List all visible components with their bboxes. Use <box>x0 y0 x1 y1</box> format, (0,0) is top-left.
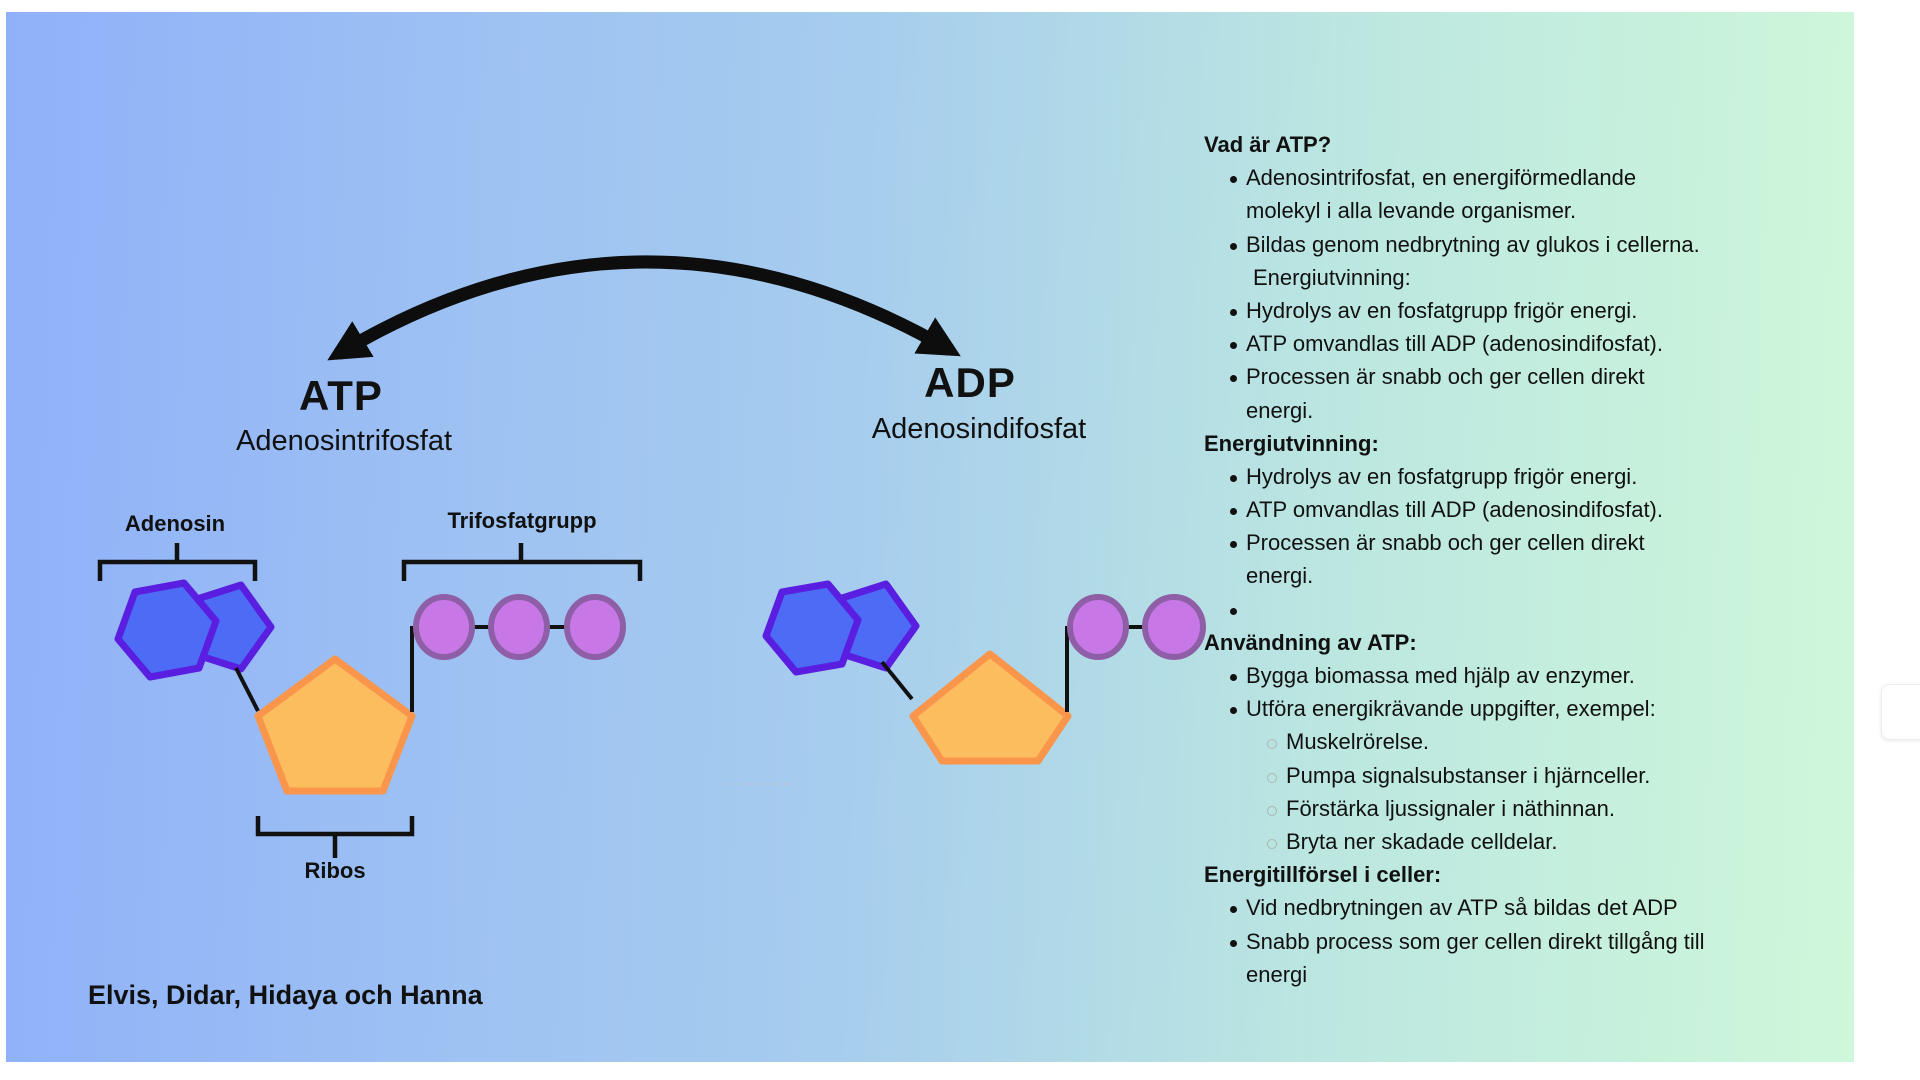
bullet-icon <box>1230 607 1237 615</box>
info-line-bullet <box>1204 597 1884 630</box>
info-text: Användning av ATP: <box>1204 629 1417 655</box>
bullet-icon <box>1230 541 1237 549</box>
info-line-heading: Energitillförsel i celler: <box>1204 862 1884 895</box>
info-text: Utföra energikrävande uppgifter, exempel… <box>1246 696 1656 722</box>
info-text: Bryta ner skadade celldelar. <box>1286 828 1558 854</box>
info-text: ATP omvandlas till ADP (adenosindifosfat… <box>1246 497 1663 523</box>
adenosin-label: Adenosin <box>124 511 226 536</box>
bullet-icon <box>1230 939 1237 947</box>
info-text: Bildas genom nedbrytning av glukos i cel… <box>1246 231 1700 257</box>
info-text: energi <box>1246 961 1308 987</box>
info-text: Vid nedbrytningen av ATP så bildas det A… <box>1246 895 1678 921</box>
bullet-icon <box>1230 707 1237 715</box>
info-text: Snabb process som ger cellen direkt till… <box>1246 928 1705 954</box>
info-text: molekyl i alla levande organismer. <box>1246 198 1577 224</box>
authors-footer: Elvis, Didar, Hidaya och Hanna <box>88 980 483 1010</box>
info-line-bullet: Processen är snabb och ger cellen direkt <box>1204 364 1884 397</box>
info-text: Pumpa signalsubstanser i hjärnceller. <box>1286 762 1651 788</box>
info-line-bullet: Bygga biomassa med hjälp av enzymer. <box>1204 663 1884 696</box>
info-line-bullet: Processen är snabb och ger cellen direkt <box>1204 530 1884 563</box>
info-line-heading: Energiutvinning: <box>1204 431 1884 464</box>
info-text: Adenosintrifosfat, en energiförmedlande <box>1246 165 1637 191</box>
info-text: energi. <box>1246 397 1314 423</box>
info-line-plain: Energiutvinning: <box>1204 265 1884 298</box>
bullet-icon <box>1230 508 1237 516</box>
bullet-icon <box>1230 375 1237 383</box>
adp-subtitle: Adenosindifosfat <box>871 413 1087 445</box>
atp-subtitle: Adenosintrifosfat <box>235 425 453 457</box>
bullet-icon <box>1230 308 1237 316</box>
sub-bullet-icon <box>1267 739 1277 750</box>
info-line-sub: Bryta ner skadade celldelar. <box>1204 829 1884 862</box>
info-line-cont: energi. <box>1204 398 1884 431</box>
info-line-sub: Förstärka ljussignaler i näthinnan. <box>1204 796 1884 829</box>
atp-title: ATP <box>299 372 383 419</box>
sub-bullet-icon <box>1267 838 1277 849</box>
info-line-cont: energi <box>1204 962 1884 995</box>
bullet-icon <box>1230 342 1237 350</box>
sub-bullet-icon <box>1267 772 1277 783</box>
trifosfatgrupp-label: Trifosfatgrupp <box>447 508 597 533</box>
info-line-bullet: Hydrolys av en fosfatgrupp frigör energi… <box>1204 464 1884 497</box>
ribos-label: Ribos <box>304 858 366 883</box>
info-line-cont: energi. <box>1204 563 1884 596</box>
info-text: ATP omvandlas till ADP (adenosindifosfat… <box>1246 331 1663 357</box>
info-line-bullet: Utföra energikrävande uppgifter, exempel… <box>1204 696 1884 729</box>
info-text: energi. <box>1246 563 1314 589</box>
info-line-bullet: Vid nedbrytningen av ATP så bildas det A… <box>1204 895 1884 928</box>
bullet-icon <box>1230 906 1237 914</box>
bullet-icon <box>1230 474 1237 482</box>
info-text: Vad är ATP? <box>1204 132 1332 157</box>
bullet-icon <box>1230 242 1237 250</box>
info-line-heading: Vad är ATP? <box>1204 132 1884 165</box>
info-line-bullet: Snabb process som ger cellen direkt till… <box>1204 929 1884 962</box>
info-text: Hydrolys av en fosfatgrupp frigör energi… <box>1246 463 1638 489</box>
info-line-bullet: Hydrolys av en fosfatgrupp frigör energi… <box>1204 298 1884 331</box>
info-line-bullet: ATP omvandlas till ADP (adenosindifosfat… <box>1204 331 1884 364</box>
info-text: Energiutvinning: <box>1204 430 1379 456</box>
side-card <box>1881 684 1920 740</box>
info-line-bullet: Bildas genom nedbrytning av glukos i cel… <box>1204 232 1884 265</box>
info-line-bullet: Adenosintrifosfat, en energiförmedlande <box>1204 165 1884 198</box>
info-text: Hydrolys av en fosfatgrupp frigör energi… <box>1246 297 1638 323</box>
info-text: Energitillförsel i celler: <box>1204 862 1442 888</box>
info-line-cont: molekyl i alla levande organismer. <box>1204 198 1884 231</box>
slide-canvas <box>6 12 1854 1062</box>
bullet-icon <box>1230 674 1237 681</box>
info-line-bullet: ATP omvandlas till ADP (adenosindifosfat… <box>1204 497 1884 530</box>
sub-bullet-icon <box>1267 805 1277 816</box>
info-line-sub: Pumpa signalsubstanser i hjärnceller. <box>1204 763 1884 796</box>
info-text: Processen är snabb och ger cellen direkt <box>1246 530 1645 556</box>
info-panel: Vad är ATP? Adenosintrifosfat, en energif… <box>1204 132 1884 995</box>
info-text: Processen är snabb och ger cellen direkt <box>1246 364 1645 390</box>
info-text: Muskelrörelse. <box>1286 729 1430 755</box>
info-line-heading: Användning av ATP: <box>1204 630 1884 663</box>
info-text: Bygga biomassa med hjälp av enzymer. <box>1246 663 1635 688</box>
adp-title: ADP <box>924 359 1016 406</box>
info-line-sub: Muskelrörelse. <box>1204 729 1884 762</box>
bullet-icon <box>1230 176 1237 184</box>
info-text: Energiutvinning: <box>1253 264 1411 290</box>
info-text: Förstärka ljussignaler i näthinnan. <box>1286 795 1615 821</box>
